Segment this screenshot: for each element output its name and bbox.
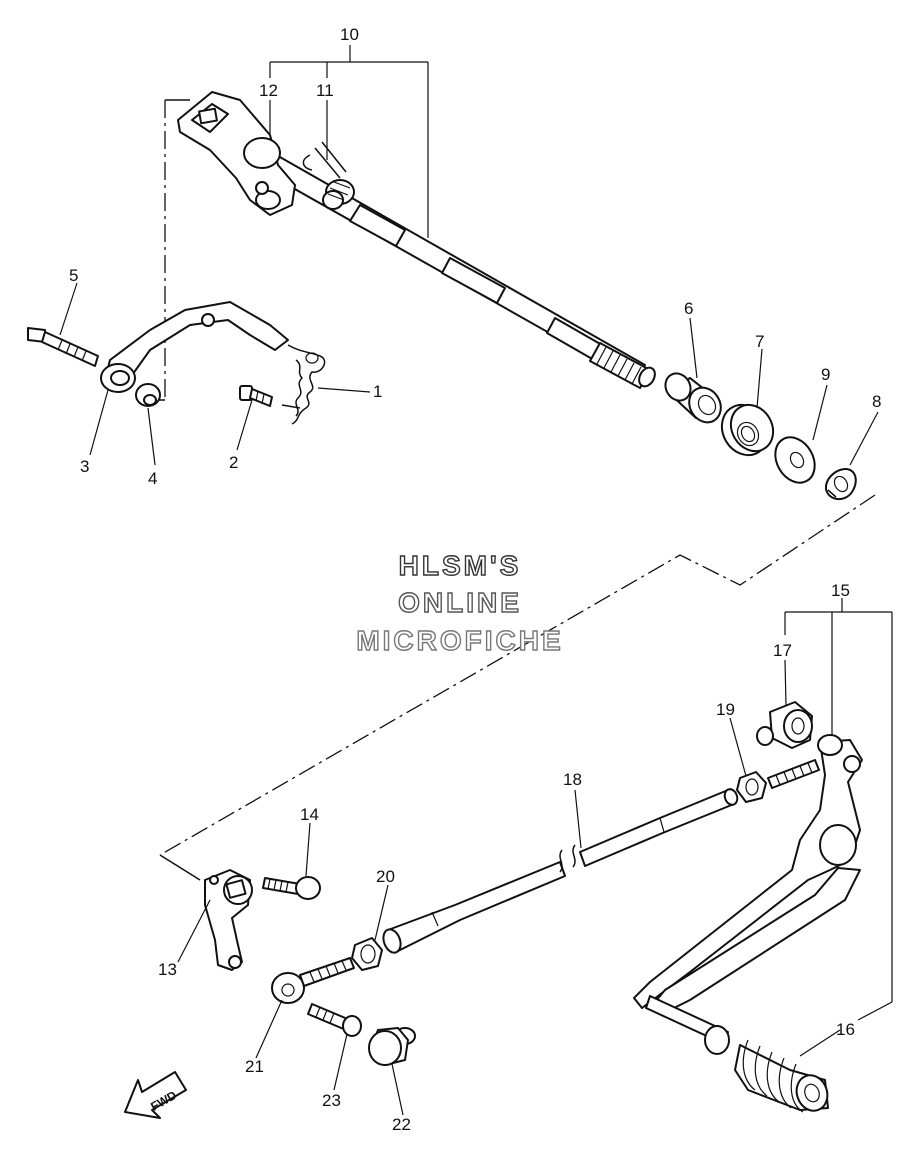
group-brackets <box>269 45 893 1021</box>
callout-22: 22 <box>392 1115 411 1134</box>
shift-pedal <box>633 734 863 1055</box>
shift-arm-lower <box>204 869 253 971</box>
shaft-end-parts <box>664 372 857 501</box>
stopper-pin <box>239 385 273 407</box>
callout-11: 11 <box>316 81 334 100</box>
shift-shaft-assembly <box>177 91 656 389</box>
fwd-arrow: FWD <box>124 1071 187 1119</box>
callout-14: 14 <box>300 805 319 824</box>
rubber-boot <box>756 701 813 749</box>
return-spring <box>281 344 326 425</box>
shift-rod <box>382 788 739 954</box>
callout-20: 20 <box>376 867 395 886</box>
callout-15: 15 <box>831 581 850 600</box>
pinch-bolt <box>262 876 321 900</box>
callout-labels: 1 2 3 4 5 6 7 8 9 10 11 12 13 14 15 16 1… <box>69 25 881 1134</box>
watermark: HLSM'S ONLINE MICROFICHE <box>356 549 563 656</box>
callout-19: 19 <box>716 700 735 719</box>
callout-10: 10 <box>340 25 359 44</box>
callout-13: 13 <box>158 960 177 979</box>
shift-arm-assembly <box>27 301 289 407</box>
joint-cap <box>368 1027 416 1066</box>
callout-23: 23 <box>322 1091 341 1110</box>
callout-9: 9 <box>821 365 830 384</box>
lock-nut-rear <box>736 771 767 803</box>
callout-6: 6 <box>684 299 693 318</box>
callout-16: 16 <box>836 1020 855 1039</box>
callout-21: 21 <box>245 1057 264 1076</box>
rod-joint <box>271 957 355 1004</box>
watermark-line-3: MICROFICHE <box>356 625 563 656</box>
assembly-guide-lines <box>140 99 876 881</box>
leader-lines <box>59 282 879 1116</box>
callout-5: 5 <box>69 266 78 285</box>
callout-3: 3 <box>80 457 89 476</box>
shift-pedal-rubber <box>734 1039 829 1113</box>
callout-2: 2 <box>229 453 238 472</box>
callout-18: 18 <box>563 770 582 789</box>
callout-8: 8 <box>872 392 881 411</box>
joint-bolt <box>307 1003 362 1037</box>
callout-1: 1 <box>373 382 382 401</box>
watermark-line-2: ONLINE <box>398 587 522 618</box>
lock-nut-front <box>351 937 383 971</box>
callout-12: 12 <box>259 81 278 100</box>
callout-4: 4 <box>148 469 157 488</box>
watermark-line-1: HLSM'S <box>399 550 522 581</box>
pedal-rod-bolt <box>767 759 820 789</box>
callout-17: 17 <box>773 641 792 660</box>
callout-7: 7 <box>755 332 764 351</box>
